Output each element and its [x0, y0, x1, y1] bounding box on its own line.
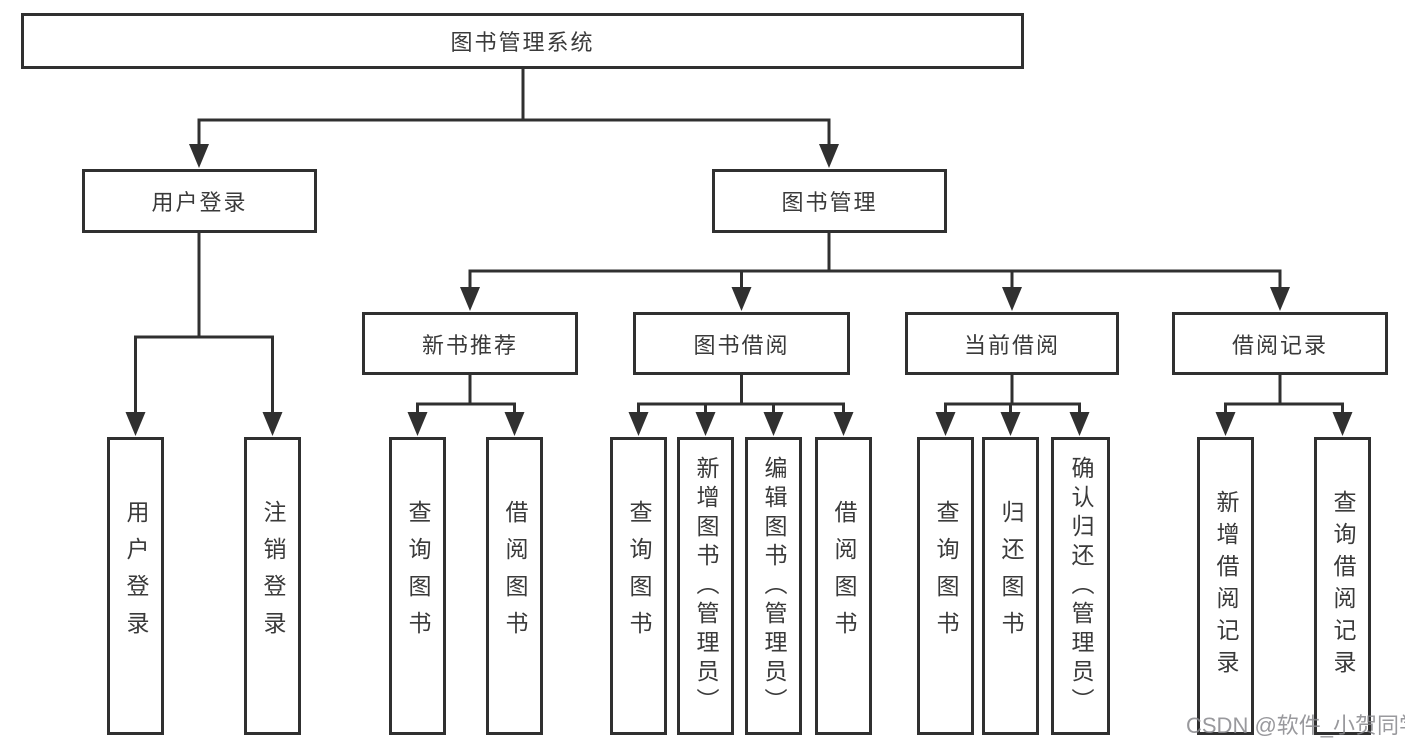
leaf-borrow-borrow-label: 借阅图书 — [831, 500, 857, 648]
connector-management-to-level3 — [460, 232, 1290, 311]
leaf-newbook-borrow-label: 借阅图书 — [502, 500, 528, 648]
leaf-newbook-borrow: 借阅图书 — [486, 437, 543, 735]
node-root: 图书管理系统 — [21, 13, 1024, 69]
arrow-down-icon — [1000, 412, 1021, 436]
leaf-newbook-query-label: 查询图书 — [405, 500, 431, 648]
arrow-down-icon — [935, 412, 956, 436]
node-book-management-label: 图书管理 — [781, 190, 878, 215]
connector-login-subtree — [125, 232, 283, 436]
connector-record-subtree — [1215, 375, 1353, 436]
arrow-down-icon — [125, 412, 146, 436]
leaf-borrow-query-label: 查询图书 — [626, 500, 652, 648]
arrow-down-icon — [1069, 412, 1090, 436]
leaf-current-return-label: 归还图书 — [998, 500, 1024, 648]
node-user-login: 用户登录 — [82, 169, 317, 233]
arrow-down-icon — [1002, 287, 1022, 311]
leaf-current-query: 查询图书 — [917, 437, 974, 735]
connector-borrow-subtree — [628, 375, 854, 436]
watermark-text: CSDN @软件_小贺同学 — [1186, 713, 1405, 738]
leaf-record-add-label: 新增借阅记录 — [1213, 490, 1239, 682]
arrow-down-icon — [819, 144, 839, 168]
leaf-borrow-add-admin: 新增图书（管理员） — [677, 437, 734, 735]
node-new-book-recommend-label: 新书推荐 — [421, 332, 518, 358]
leaf-login-user: 用户登录 — [107, 437, 164, 735]
arrow-down-icon — [407, 412, 428, 436]
node-root-label: 图书管理系统 — [450, 30, 595, 55]
arrow-down-icon — [628, 412, 649, 436]
node-new-book-recommend: 新书推荐 — [362, 312, 578, 375]
node-current-borrow-label: 当前借阅 — [963, 332, 1060, 358]
leaf-borrow-edit-admin: 编辑图书（管理员） — [745, 437, 802, 735]
leaf-newbook-query: 查询图书 — [389, 437, 446, 735]
arrow-down-icon — [731, 287, 752, 311]
arrow-down-icon — [504, 412, 525, 436]
connector-root-to-level2 — [189, 69, 839, 168]
arrow-down-icon — [189, 144, 209, 168]
leaf-borrow-edit-admin-label: 编辑图书（管理员） — [761, 455, 787, 717]
leaf-record-query-label: 查询借阅记录 — [1330, 490, 1356, 682]
arrow-down-icon — [695, 412, 716, 436]
leaf-borrow-add-admin-label: 新增图书（管理员） — [693, 455, 719, 717]
leaf-current-query-label: 查询图书 — [933, 500, 959, 648]
leaf-current-confirm-admin: 确认归还（管理员） — [1051, 437, 1110, 735]
node-book-management: 图书管理 — [712, 169, 947, 233]
leaf-borrow-borrow: 借阅图书 — [815, 437, 872, 735]
arrow-down-icon — [763, 412, 784, 436]
leaf-login-logout-label: 注销登录 — [260, 500, 286, 648]
node-book-borrow: 图书借阅 — [633, 312, 850, 375]
leaf-login-logout: 注销登录 — [244, 437, 301, 735]
node-user-login-label: 用户登录 — [151, 190, 248, 215]
node-current-borrow: 当前借阅 — [905, 312, 1119, 375]
node-book-borrow-label: 图书借阅 — [693, 332, 790, 358]
arrow-down-icon — [460, 287, 480, 311]
leaf-borrow-query: 查询图书 — [610, 437, 667, 735]
arrow-down-icon — [1270, 287, 1290, 311]
connector-newbook-subtree — [407, 375, 525, 436]
leaf-login-user-label: 用户登录 — [123, 500, 149, 648]
node-borrow-record: 借阅记录 — [1172, 312, 1388, 375]
leaf-current-confirm-admin-label: 确认归还（管理员） — [1068, 455, 1094, 717]
arrow-down-icon — [1332, 412, 1353, 436]
node-borrow-record-label: 借阅记录 — [1231, 332, 1328, 358]
arrow-down-icon — [833, 412, 854, 436]
leaf-record-add: 新增借阅记录 — [1197, 437, 1254, 735]
leaf-current-return: 归还图书 — [982, 437, 1039, 735]
arrow-down-icon — [262, 412, 283, 436]
leaf-record-query: 查询借阅记录 — [1314, 437, 1371, 735]
arrow-down-icon — [1215, 412, 1236, 436]
connector-current-subtree — [935, 375, 1090, 436]
